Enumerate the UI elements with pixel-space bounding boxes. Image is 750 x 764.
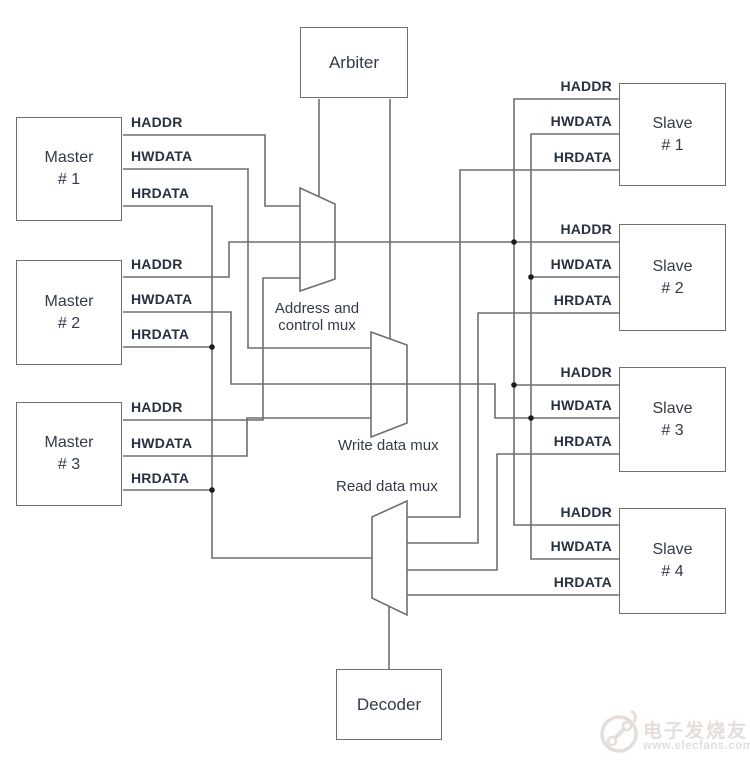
slave3-label: Slave [652,399,693,417]
slave4-box: Slave # 4 [619,508,726,614]
address-control-mux-shape [299,186,336,293]
watermark-brand-text: 电子发烧友 [643,721,749,742]
slave3-hrdata-label: HRDATA [553,433,612,449]
master3-number: # 3 [57,456,81,473]
address-control-mux-label: Address and control mux [274,300,360,334]
master1-hrdata-label: HRDATA [131,185,190,201]
slave1-label: Slave [652,114,693,132]
slave4-hrdata-label: HRDATA [553,574,612,590]
slave4-haddr-label: HADDR [560,504,612,520]
slave1-hrdata-line [407,169,619,518]
write-data-mux-label: Write data mux [338,437,439,454]
slave2-number: # 2 [661,279,684,297]
master1-hwdata-line [123,168,371,349]
decoder-label: Decoder [356,694,422,714]
watermark: 电子发烧友 www.elecfans.com [600,708,750,760]
slave1-haddr-label: HADDR [560,78,612,94]
slave1-box: Slave # 1 [619,83,726,186]
junction-dot [209,487,215,493]
hrdata-bus-line [123,205,372,559]
slave2-box: Slave # 2 [619,224,726,331]
slave2-hwdata-label: HWDATA [550,256,612,272]
elecfans-logo-icon [600,710,638,753]
watermark-site-text: www.elecfans.com [643,740,750,752]
slave3-hrdata-line [407,453,619,571]
junction-dot [528,274,534,280]
arbiter-box: Arbiter [300,27,408,98]
master2-number: # 2 [57,314,81,332]
slave1-hwdata-label: HWDATA [550,113,612,129]
master2-label: Master [44,292,94,310]
master2-haddr-label: HADDR [131,256,183,272]
junction-dot [209,344,215,350]
slave2-label: Slave [652,257,693,275]
master3-hrdata-label: HRDATA [131,470,190,486]
slave4-number: # 4 [661,563,684,580]
master1-haddr-label: HADDR [131,114,183,130]
junction-dot [528,415,534,421]
slave3-number: # 3 [661,421,684,439]
master1-hwdata-label: HWDATA [131,148,193,164]
junction-dot [511,239,517,245]
master2-haddr-and-haddr-bus-line [123,241,619,278]
master1-number: # 1 [57,171,81,188]
read-data-mux-label: Read data mux [336,478,438,495]
slave1-number: # 1 [661,136,684,154]
slave-hwdata-spine-line [530,133,619,560]
master3-hwdata-label: HWDATA [131,435,193,451]
junction-dot [511,382,517,388]
read-data-mux-shape [371,499,408,617]
write-data-mux-shape [370,330,408,439]
decoder-box: Decoder [336,669,442,740]
master3-haddr-line [123,277,300,421]
slave3-box: Slave # 3 [619,367,726,472]
master1-box: Master # 1 [16,117,122,221]
master3-box: Master # 3 [16,402,122,506]
slave4-hwdata-label: HWDATA [550,538,612,554]
slave3-hwdata-label: HWDATA [550,397,612,413]
master3-label: Master [44,434,94,451]
slave4-label: Slave [652,541,693,558]
master3-haddr-label: HADDR [131,399,183,415]
master2-hwdata-and-hwdata-bus-line [123,311,619,419]
master1-label: Master [44,149,94,166]
slave1-hrdata-label: HRDATA [553,149,612,165]
master2-hrdata-label: HRDATA [131,326,190,342]
master2-box: Master # 2 [16,260,122,365]
slave2-hrdata-line [407,312,619,544]
master2-hwdata-label: HWDATA [131,291,193,307]
slave2-haddr-label: HADDR [560,221,612,237]
slave3-haddr-label: HADDR [560,364,612,380]
master1-haddr-line [123,134,300,207]
slave-haddr-spine-line [513,98,619,526]
master3-hwdata-line [123,417,371,457]
slave2-hrdata-label: HRDATA [553,292,612,308]
arbiter-label: Arbiter [328,52,380,72]
